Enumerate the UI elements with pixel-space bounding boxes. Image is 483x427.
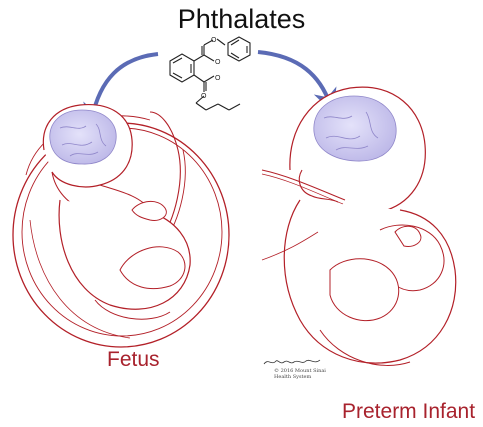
fetus-label: Fetus [107,348,160,372]
infant-brain [314,96,396,161]
page-title: Phthalates [0,4,483,35]
signature-icon [262,356,322,368]
artist-credit: © 2016 Mount Sinai Health System [262,356,330,380]
right-arrow [258,52,330,104]
chemical-structure-icon [170,37,250,110]
svg-text:O: O [215,59,221,66]
infant-label: Preterm Infant [342,400,475,424]
fetus-brain [50,110,116,164]
svg-text:O: O [201,93,207,100]
fetus-illustration [13,105,229,347]
svg-text:O: O [215,75,221,82]
svg-text:O: O [211,37,217,44]
infant-illustration [262,87,456,365]
organization-text: Health System [274,374,330,380]
